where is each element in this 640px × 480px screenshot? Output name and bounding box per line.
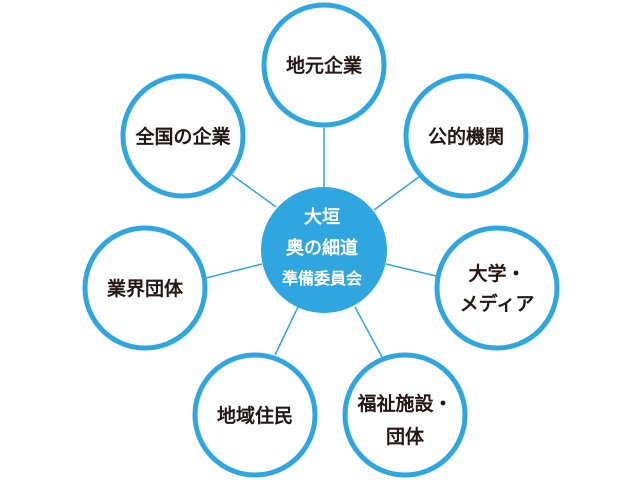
node-label-line1: 福祉施設・ bbox=[356, 392, 452, 415]
node-label-line1: 大学・ bbox=[468, 262, 525, 285]
svg-text:準備委員会: 準備委員会 bbox=[282, 269, 362, 288]
svg-text:福祉施設・: 福祉施設・ bbox=[356, 392, 452, 415]
svg-text:全国の企業: 全国の企業 bbox=[134, 125, 231, 148]
node-label-line2: 団体 bbox=[386, 425, 425, 448]
svg-text:公的機関: 公的機関 bbox=[428, 125, 504, 148]
node-university-media: 大学・ メディア bbox=[434, 225, 560, 351]
node-label: 地元企業 bbox=[286, 54, 363, 77]
node-industry-groups: 業界団体 bbox=[82, 225, 208, 351]
svg-text:メディア: メディア bbox=[460, 292, 535, 315]
hub-label-line1: 大垣 bbox=[304, 206, 340, 228]
hub-node: 大垣 奥の細道 準備委員会 bbox=[261, 187, 387, 313]
node-local-companies: 地元企業 bbox=[261, 2, 387, 128]
svg-text:業界団体: 業界団体 bbox=[106, 277, 184, 300]
svg-text:地域住民: 地域住民 bbox=[217, 404, 293, 427]
connector-national-companies bbox=[231, 174, 277, 208]
svg-text:大学・: 大学・ bbox=[468, 262, 525, 285]
node-label: 業界団体 bbox=[106, 277, 184, 300]
hub-label-line3: 準備委員会 bbox=[282, 269, 362, 288]
svg-text:地元企業: 地元企業 bbox=[286, 54, 363, 77]
svg-text:大垣: 大垣 bbox=[304, 206, 340, 228]
node-local-residents: 地域住民 bbox=[192, 352, 318, 478]
connector-university-media bbox=[385, 263, 437, 277]
node-label: 全国の企業 bbox=[134, 125, 231, 148]
connector-industry-groups bbox=[205, 263, 263, 279]
node-label-line2: メディア bbox=[460, 292, 535, 315]
node-national-companies: 全国の企業 bbox=[120, 73, 246, 199]
connectors bbox=[205, 128, 437, 358]
connector-residents bbox=[274, 306, 299, 356]
node-label: 公的機関 bbox=[428, 125, 504, 148]
node-welfare-facilities: 福祉施設・ 団体 bbox=[342, 352, 468, 478]
node-label: 地域住民 bbox=[217, 404, 293, 427]
connector-welfare bbox=[354, 306, 383, 358]
svg-text:団体: 団体 bbox=[386, 425, 425, 448]
connector-public-institutions bbox=[373, 175, 421, 211]
hub-label-line2: 奥の細道 bbox=[286, 237, 358, 259]
svg-text:奥の細道: 奥の細道 bbox=[286, 237, 358, 259]
node-public-institutions: 公的機関 bbox=[403, 73, 529, 199]
